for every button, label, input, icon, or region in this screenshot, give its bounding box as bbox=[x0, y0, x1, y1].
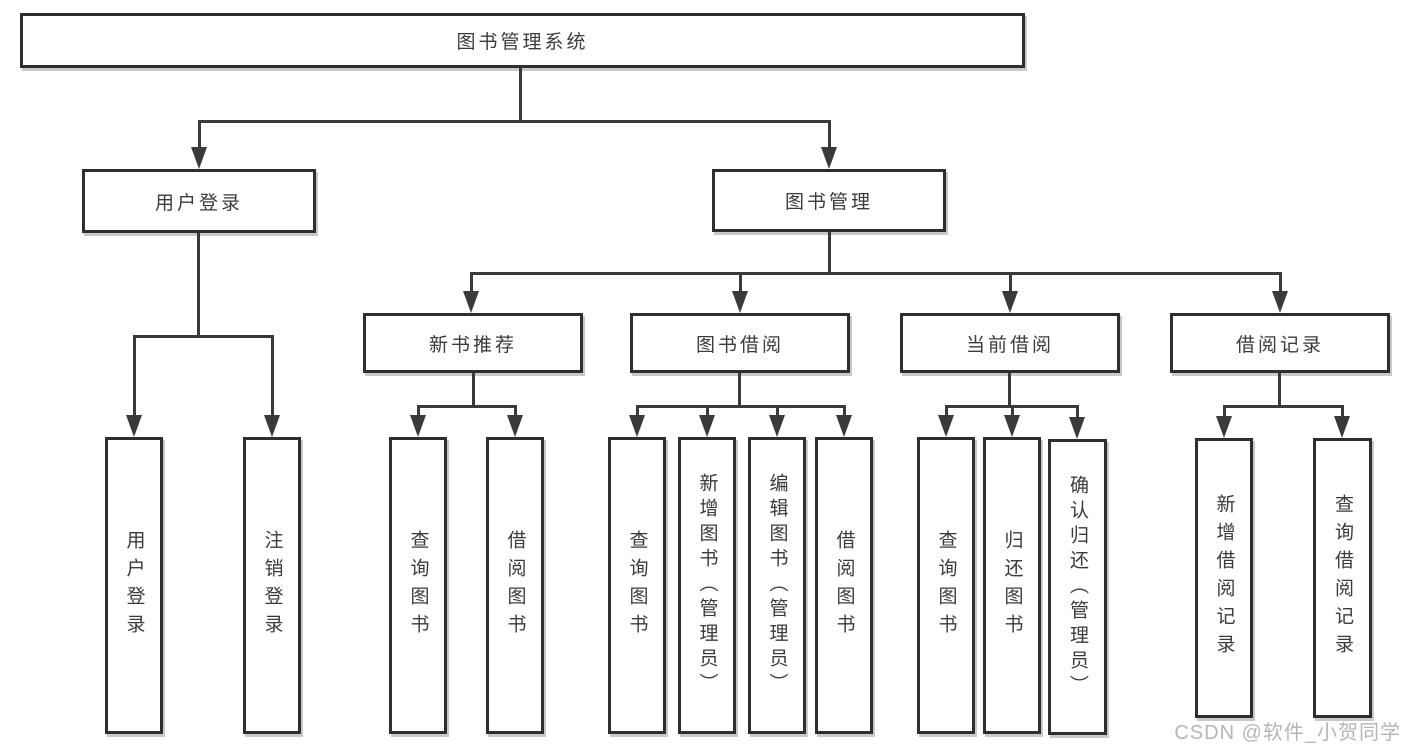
connector-borrow-down bbox=[738, 373, 741, 406]
connector-current-leaf2-stem bbox=[1011, 405, 1014, 416]
connector-borrow-leaf2-stem bbox=[706, 405, 709, 416]
arrowhead-login-leaf1 bbox=[126, 415, 142, 437]
connector-root-stem bbox=[519, 68, 522, 121]
connector-newrec-leaf1-stem bbox=[417, 405, 420, 416]
arrowhead-login-leaf2 bbox=[264, 415, 280, 437]
arrowhead-current-leaf2 bbox=[1004, 415, 1020, 437]
connector-current-leaf1-stem bbox=[945, 405, 948, 416]
leaf-logout: 注销登录 bbox=[243, 437, 301, 734]
connector-borrow-leaf4-stem bbox=[843, 405, 846, 416]
arrowhead-book-mgmt bbox=[821, 147, 837, 169]
connector-login-rail bbox=[133, 335, 274, 338]
leaf-borrow-add-books-admin: 新增图书（管理员） bbox=[678, 437, 736, 734]
connector-level2-rail bbox=[198, 120, 831, 123]
leaf-current-return-books: 归还图书 bbox=[983, 437, 1041, 734]
connector-newrec-rail bbox=[417, 405, 517, 408]
node-book-borrowing: 图书借阅 bbox=[630, 313, 850, 373]
leaf-current-query-books: 查询图书 bbox=[917, 437, 975, 734]
arrowhead-records-leaf2 bbox=[1334, 416, 1350, 438]
leaf-borrow-edit-books-admin: 编辑图书（管理员） bbox=[748, 437, 806, 734]
connector-user-login-stem bbox=[198, 120, 201, 148]
arrowhead-current-leaf1 bbox=[938, 415, 954, 437]
connector-current-leaf3-stem bbox=[1076, 405, 1079, 418]
connector-book-mgmt-stem bbox=[828, 120, 831, 148]
node-user-login: 用户登录 bbox=[82, 169, 316, 233]
node-new-book-recommend: 新书推荐 bbox=[363, 313, 583, 373]
connector-login-leaf1-stem bbox=[133, 335, 136, 416]
arrowhead-current-leaf3 bbox=[1069, 417, 1085, 439]
node-current-borrowing: 当前借阅 bbox=[900, 313, 1120, 373]
arrowhead-newrec-leaf2 bbox=[507, 415, 523, 437]
leaf-records-add-record: 新增借阅记录 bbox=[1195, 438, 1253, 718]
node-borrowing-records: 借阅记录 bbox=[1170, 313, 1390, 373]
connector-newrec-stem bbox=[470, 272, 473, 292]
leaf-recommend-borrow-books: 借阅图书 bbox=[486, 437, 544, 734]
csdn-watermark: CSDN @软件_小贺同学 bbox=[1174, 722, 1401, 744]
connector-borrow-leaf3-stem bbox=[776, 405, 779, 416]
connector-current-stem bbox=[1009, 272, 1012, 292]
connector-records-down bbox=[1278, 373, 1281, 406]
connector-records-stem bbox=[1279, 272, 1282, 292]
leaf-records-query-record: 查询借阅记录 bbox=[1313, 438, 1372, 718]
connector-records-leaf2-stem bbox=[1341, 405, 1344, 417]
connector-current-down bbox=[1008, 373, 1011, 406]
connector-records-leaf1-stem bbox=[1223, 405, 1226, 417]
leaf-current-confirm-return-admin: 确认归还（管理员） bbox=[1048, 439, 1107, 735]
arrowhead-records-leaf1 bbox=[1216, 416, 1232, 438]
arrowhead-current bbox=[1002, 291, 1018, 313]
connector-borrow-stem bbox=[739, 272, 742, 292]
leaf-user-login: 用户登录 bbox=[105, 437, 163, 734]
connector-records-rail bbox=[1223, 405, 1344, 408]
connector-login-down bbox=[197, 233, 200, 336]
leaf-borrow-borrow-books: 借阅图书 bbox=[815, 437, 873, 734]
node-book-management-system: 图书管理系统 bbox=[20, 13, 1025, 68]
arrowhead-borrow-leaf3 bbox=[769, 415, 785, 437]
arrowhead-newrec-leaf1 bbox=[410, 415, 426, 437]
arrowhead-borrow-leaf2 bbox=[699, 415, 715, 437]
arrowhead-records bbox=[1272, 291, 1288, 313]
leaf-recommend-query-books: 查询图书 bbox=[389, 437, 447, 734]
arrowhead-borrow-leaf1 bbox=[629, 415, 645, 437]
connector-borrow-rail bbox=[636, 405, 845, 408]
connector-newrec-down bbox=[472, 373, 475, 406]
node-book-management: 图书管理 bbox=[712, 169, 946, 232]
connector-login-leaf2-stem bbox=[271, 335, 274, 416]
arrowhead-borrow-leaf4 bbox=[836, 415, 852, 437]
arrowhead-newrec bbox=[463, 291, 479, 313]
connector-newrec-leaf2-stem bbox=[514, 405, 517, 416]
connector-level3-rail bbox=[470, 272, 1281, 275]
connector-mgmt-down bbox=[828, 232, 831, 273]
connector-borrow-leaf1-stem bbox=[636, 405, 639, 416]
arrowhead-borrow bbox=[732, 291, 748, 313]
arrowhead-user-login bbox=[191, 147, 207, 169]
leaf-borrow-query-books: 查询图书 bbox=[608, 437, 666, 734]
